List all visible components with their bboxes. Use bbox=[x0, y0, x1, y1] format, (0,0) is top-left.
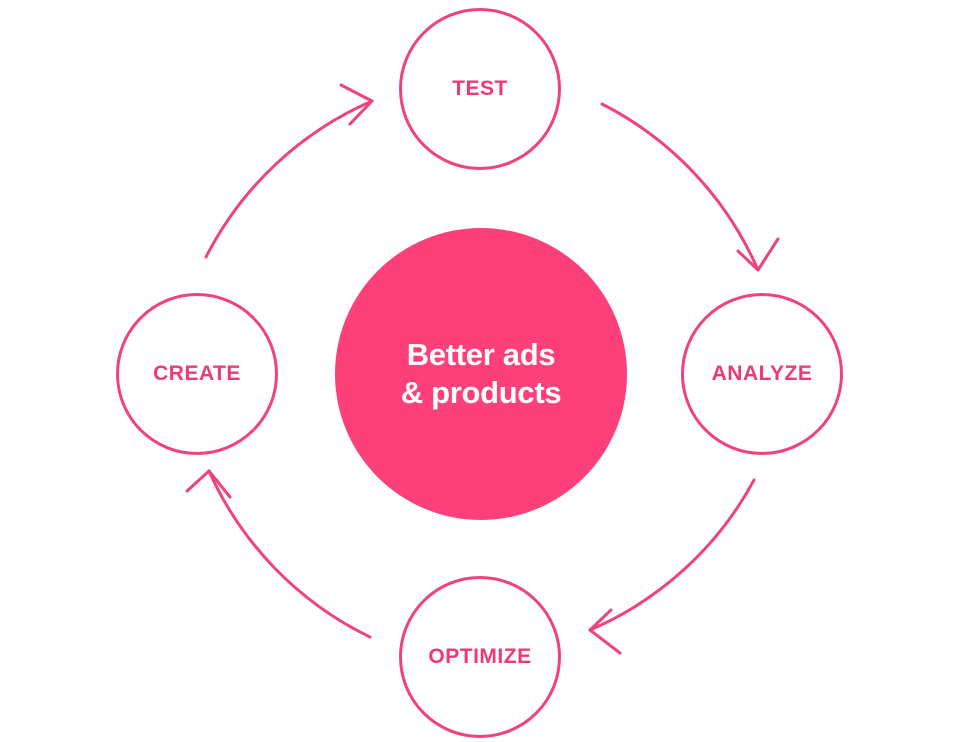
arrowhead-optimize bbox=[588, 608, 622, 655]
center-hub: Better ads & products bbox=[335, 228, 627, 520]
analyze-node: ANALYZE bbox=[681, 293, 843, 455]
arrow-test-to-analyze bbox=[600, 102, 760, 272]
arrowhead-analyze bbox=[736, 237, 780, 272]
test-label: TEST bbox=[452, 77, 508, 100]
arrow-create-to-test bbox=[204, 99, 374, 259]
center-title-line-1: Better ads bbox=[406, 337, 556, 372]
center-title-line-2: & products bbox=[400, 375, 562, 410]
optimize-node: OPTIMIZE bbox=[399, 576, 561, 738]
optimize-label: OPTIMIZE bbox=[428, 645, 532, 668]
test-node: TEST bbox=[399, 8, 561, 170]
arrow-optimize-to-create bbox=[207, 469, 372, 639]
arrowhead-test bbox=[339, 83, 374, 126]
center-title: Better ads & products bbox=[401, 336, 562, 412]
arrowhead-create bbox=[185, 469, 232, 499]
analyze-label: ANALYZE bbox=[711, 362, 813, 385]
create-label: CREATE bbox=[153, 362, 241, 385]
create-node: CREATE bbox=[116, 293, 278, 455]
arrow-analyze-to-optimize bbox=[588, 478, 756, 632]
